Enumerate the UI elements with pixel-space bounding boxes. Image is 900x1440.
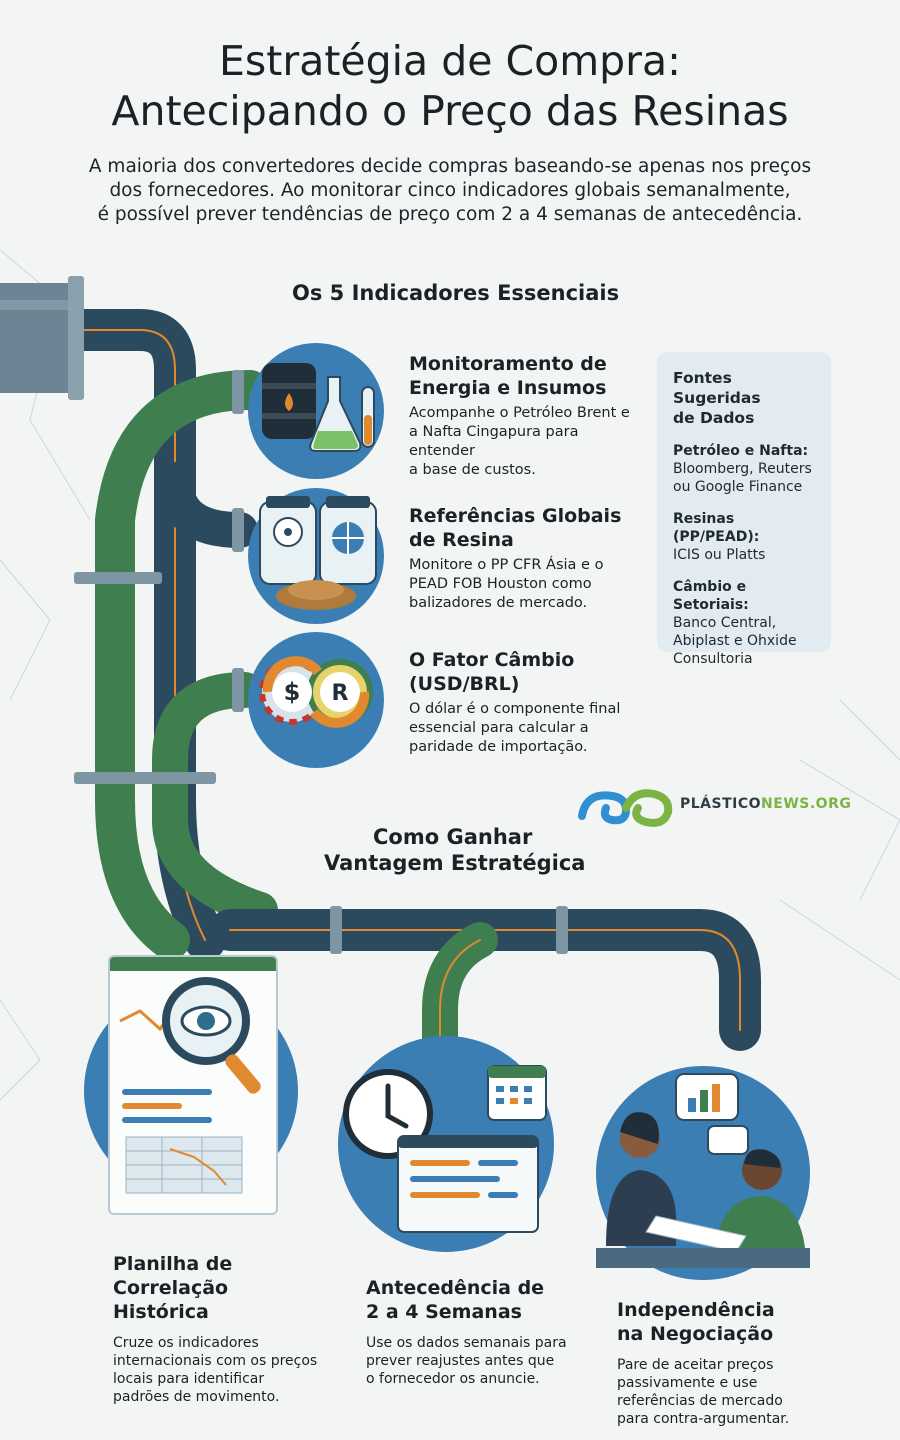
source-group-oil: Petróleo e Nafta: Bloomberg, Reuters ou …	[673, 442, 819, 496]
advantage-2-desc-line1: Use os dados semanais para	[366, 1335, 567, 1351]
svg-text:R: R	[332, 681, 349, 706]
advantage-3-title-line2: na Negociação	[617, 1323, 774, 1345]
indicator-2-title-line1: Referências Globais	[409, 505, 622, 527]
indicator-1-desc-line3: a base de custos.	[409, 462, 536, 478]
advantage-3-title-line1: Independência	[617, 1299, 775, 1321]
indicator-3-title-line2: (USD/BRL)	[409, 673, 520, 695]
advantage-2-title-line2: 2 a 4 Semanas	[366, 1301, 522, 1323]
source-label: Petróleo e Nafta:	[673, 443, 809, 459]
advantage-2-title-line1: Antecedência de	[366, 1277, 545, 1299]
advantage-1-desc-line2: internacionais com os preços	[113, 1353, 318, 1369]
source-value: Abiplast e Ohxide	[673, 633, 797, 649]
sources-title-line1: Fontes Sugeridas	[673, 369, 761, 407]
indicator-2-desc-line2: PEAD FOB Houston como	[409, 576, 592, 592]
advantage-1-desc-line4: padrões de movimento.	[113, 1389, 280, 1405]
source-value: Bloomberg, Reuters	[673, 461, 812, 477]
indicator-2-desc-line3: balizadores de mercado.	[409, 595, 588, 611]
oil-barrel-flask-icon	[248, 343, 384, 479]
advantage-1-title-line1: Planilha de	[113, 1253, 233, 1275]
logo-part1: PLÁSTICO	[680, 796, 762, 812]
logo-part2: NEWS.ORG	[761, 796, 852, 812]
indicator-2-desc-line1: Monitore o PP CFR Ásia e o	[409, 557, 604, 573]
svg-text:$: $	[284, 678, 301, 706]
source-value: ICIS ou Platts	[673, 547, 766, 563]
currency-exchange-icon: $ R	[248, 632, 384, 768]
indicator-1-desc-line2: a Nafta Cingapura para entender	[409, 424, 579, 459]
advantage-3-desc-line4: para contra-argumentar.	[617, 1411, 790, 1427]
advantage-3-desc-line1: Pare de aceitar preços	[617, 1357, 774, 1373]
advantage-heading-line2: Vantagem Estratégica	[324, 851, 586, 875]
indicator-1-desc-line1: Acompanhe o Petróleo Brent e	[409, 405, 630, 421]
resin-jars-icon	[248, 488, 384, 624]
advantage-1-title-line3: Histórica	[113, 1301, 209, 1323]
indicators-heading: Os 5 Indicadores Essenciais	[292, 281, 620, 305]
advantage-1-desc-line3: locais para identificar	[113, 1371, 265, 1387]
source-label: Câmbio e Setoriais:	[673, 579, 749, 613]
plasticonews-logo-icon	[576, 786, 676, 830]
sources-title-line2: de Dados	[673, 409, 755, 427]
indicator-3-title-line1: O Fator Câmbio	[409, 649, 575, 671]
source-group-resins: Resinas (PP/PEAD): ICIS ou Platts	[673, 510, 819, 564]
indicator-3-desc-line1: O dólar é o componente final	[409, 701, 621, 717]
clock-calendar-icon	[338, 1036, 554, 1252]
plasticonews-logo-text: PLÁSTICONEWS.ORG	[680, 796, 851, 812]
intro-line2: dos fornecedores. Ao monitorar cinco ind…	[109, 180, 791, 201]
advantage-2-desc-line3: o fornecedor os anuncie.	[366, 1371, 540, 1387]
page-title-line1: Estratégia de Compra:	[219, 37, 681, 85]
intro-line1: A maioria dos convertedores decide compr…	[88, 156, 812, 177]
advantage-3-desc-line3: referências de mercado	[617, 1393, 783, 1409]
spreadsheet-magnifier-icon	[108, 955, 278, 1215]
advantage-heading-line1: Como Ganhar	[373, 825, 533, 849]
source-value: Banco Central,	[673, 615, 777, 631]
advantage-3-desc-line2: passivamente e use	[617, 1375, 758, 1391]
page-title-line2: Antecipando o Preço das Resinas	[111, 87, 789, 135]
source-group-exchange: Câmbio e Setoriais: Banco Central, Abipl…	[673, 578, 819, 668]
source-value: ou Google Finance	[673, 479, 803, 495]
negotiation-people-icon	[596, 1066, 810, 1280]
intro-line3: é possível prever tendências de preço co…	[97, 204, 803, 225]
indicator-1-title-line2: Energia e Insumos	[409, 377, 607, 399]
data-sources-panel: Fontes Sugeridas de Dados Petróleo e Naf…	[657, 352, 831, 667]
source-label: Resinas (PP/PEAD):	[673, 511, 760, 545]
indicator-3-desc-line2: essencial para calcular a	[409, 720, 589, 736]
indicator-1-title-line1: Monitoramento de	[409, 353, 607, 375]
indicator-3-desc-line3: paridade de importação.	[409, 739, 588, 755]
source-value: Consultoria	[673, 651, 753, 667]
indicator-2-title-line2: de Resina	[409, 529, 514, 551]
advantage-2-desc-line2: prever reajustes antes que	[366, 1353, 555, 1369]
advantage-1-desc-line1: Cruze os indicadores	[113, 1335, 259, 1351]
advantage-1-title-line2: Correlação	[113, 1277, 229, 1299]
